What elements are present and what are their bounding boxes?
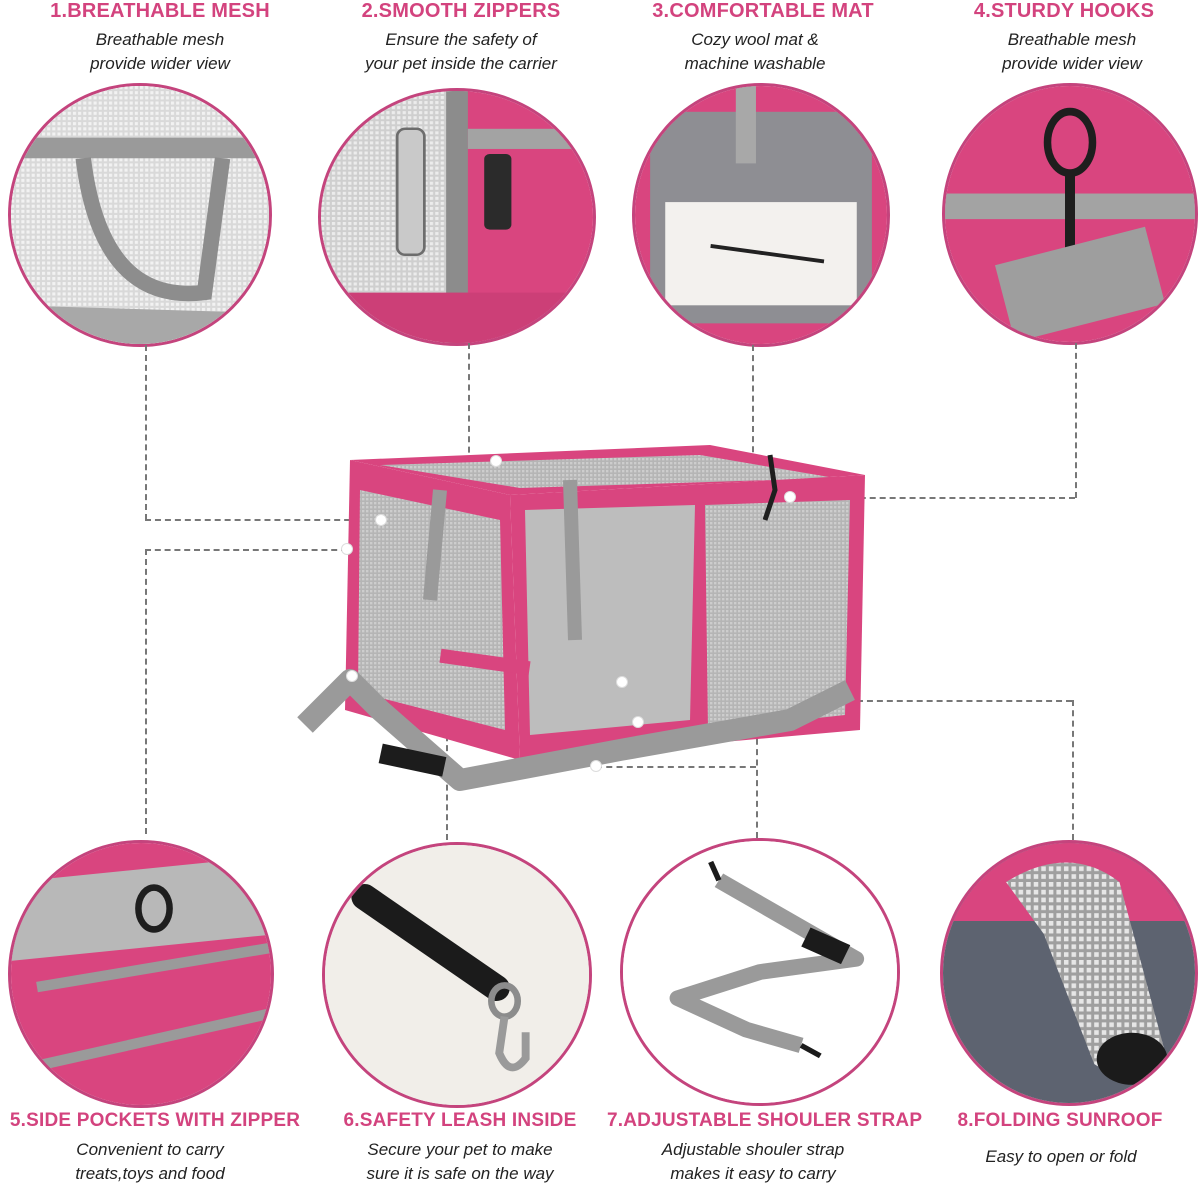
feature-3-desc: Cozy wool mat & machine washable — [605, 28, 905, 76]
leash-closeup-circle — [322, 842, 592, 1108]
feature-2-title: 2.SMOOTH ZIPPERS — [361, 0, 561, 22]
side-pocket-closeup-circle — [8, 840, 274, 1108]
mesh-closeup-circle — [8, 83, 272, 347]
callout-dot-7 — [590, 760, 602, 772]
strap-closeup-image — [623, 841, 897, 1103]
callout-dot-1 — [375, 514, 387, 526]
feature-6-desc-line-1: Secure your pet to make — [367, 1140, 553, 1159]
feature-7-desc-line-1: Adjustable shouler strap — [661, 1140, 845, 1159]
feature-4-desc-line-2: provide wider view — [1002, 54, 1142, 73]
feature-3-desc-line-1: Cozy wool mat & — [691, 30, 819, 49]
feature-2-desc: Ensure the safety of your pet inside the… — [311, 28, 611, 76]
feature-6-title: 6.SAFETY LEASH INSIDE — [343, 1110, 577, 1131]
callout-dot-8 — [632, 716, 644, 728]
feature-1-desc: Breathable mesh provide wider view — [10, 28, 310, 76]
pet-carrier-illustration — [297, 445, 865, 791]
hook-closeup-image — [945, 86, 1195, 342]
mesh-closeup-image — [11, 86, 269, 344]
feature-5-title: 5.SIDE POCKETS WITH ZIPPER — [9, 1110, 301, 1131]
feature-7-desc-line-2: makes it easy to carry — [670, 1164, 836, 1183]
leader-line-1-h — [145, 519, 380, 521]
feature-7-desc: Adjustable shouler strap makes it easy t… — [603, 1138, 903, 1186]
leader-line-7 — [756, 718, 758, 838]
leader-line-4 — [1075, 343, 1077, 498]
feature-7-title: 7.ADJUSTABLE SHOULER STRAP — [607, 1110, 923, 1131]
feature-3-desc-line-2: machine washable — [684, 54, 826, 73]
zipper-closeup-image — [321, 91, 593, 343]
strap-closeup-circle — [620, 838, 900, 1106]
feature-1-desc-line-1: Breathable mesh — [95, 30, 225, 49]
feature-6-desc: Secure your pet to make sure it is safe … — [310, 1138, 610, 1186]
sunroof-closeup-image — [943, 843, 1195, 1103]
mat-closeup-image — [635, 86, 887, 344]
leader-line-8 — [1072, 700, 1074, 840]
feature-5-desc-line-1: Convenient to carry — [76, 1140, 224, 1159]
zipper-closeup-circle — [318, 88, 596, 346]
feature-2-desc-line-2: your pet inside the carrier — [365, 54, 557, 73]
feature-8-desc: Easy to open or fold — [922, 1145, 1200, 1169]
callout-dot-4 — [784, 491, 796, 503]
leader-line-7-h — [596, 766, 756, 768]
side-pocket-closeup-image — [11, 843, 271, 1105]
feature-5-desc-line-2: treats,toys and food — [75, 1164, 225, 1183]
mat-closeup-circle — [632, 83, 890, 347]
feature-8-desc-line-1: Easy to open or fold — [985, 1147, 1137, 1166]
feature-4-desc: Breathable mesh provide wider view — [922, 28, 1200, 76]
feature-2-desc-line-1: Ensure the safety of — [385, 30, 537, 49]
feature-8-title: 8.FOLDING SUNROOF — [957, 1110, 1163, 1131]
callout-dot-6 — [346, 670, 358, 682]
leader-line-1 — [145, 345, 147, 520]
feature-5-desc: Convenient to carry treats,toys and food — [0, 1138, 300, 1186]
feature-4-desc-line-1: Breathable mesh — [1007, 30, 1137, 49]
feature-6-desc-line-2: sure it is safe on the way — [366, 1164, 554, 1183]
leader-line-5 — [145, 549, 147, 834]
callout-dot-3 — [616, 676, 628, 688]
leash-closeup-image — [325, 845, 589, 1105]
feature-4-title: 4.STURDY HOOKS — [973, 0, 1155, 22]
feature-1-desc-line-2: provide wider view — [90, 54, 230, 73]
leader-line-2 — [468, 343, 470, 463]
feature-3-title: 3.COMFORTABLE MAT — [652, 0, 874, 22]
leader-line-5-h — [145, 549, 347, 551]
sunroof-closeup-circle — [940, 840, 1198, 1106]
callout-dot-5 — [341, 543, 353, 555]
callout-dot-2 — [490, 455, 502, 467]
leader-line-4-h — [790, 497, 1075, 499]
feature-1-title: 1.BREATHABLE MESH — [50, 0, 270, 22]
pet-carrier-image — [290, 430, 930, 850]
hook-closeup-circle — [942, 83, 1198, 345]
